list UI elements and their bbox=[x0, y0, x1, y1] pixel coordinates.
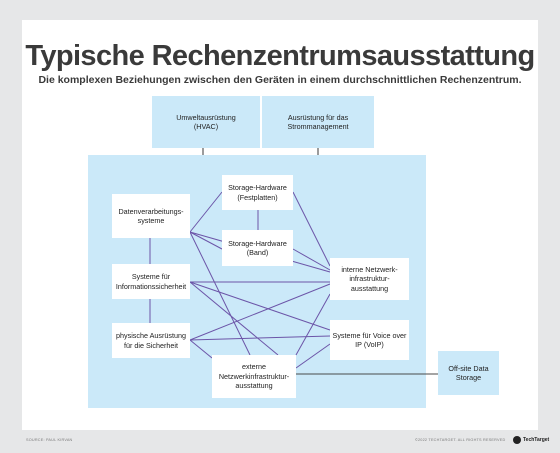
link-physsec-voip bbox=[189, 335, 331, 341]
node-storage-tape: Storage-Hardware (Band) bbox=[222, 230, 293, 266]
link-external-voip bbox=[295, 343, 331, 369]
node-internal-network: interne Netzwerk- infrastruktur- ausstat… bbox=[330, 258, 409, 300]
link-external-internal bbox=[295, 293, 331, 356]
node-hvac: Umweltausrüstung (HVAC) bbox=[152, 96, 260, 148]
node-information-security: Systeme für Informationssicherheit bbox=[112, 264, 190, 299]
link-tape-internal bbox=[292, 248, 331, 271]
node-power-management: Ausrüstung für das Strommanagement bbox=[262, 96, 374, 148]
node-external-network: externe Netzwerkinfrastruktur- ausstattu… bbox=[212, 355, 296, 398]
link-infosec-external bbox=[189, 281, 279, 356]
node-storage-disk: Storage-Hardware (Festplatten) bbox=[222, 175, 293, 210]
copyright-note: ©2022 TECHTARGET. ALL RIGHTS RESERVED bbox=[415, 438, 506, 442]
node-data-processing: Datenverarbeitungs- systeme bbox=[112, 194, 190, 238]
node-offsite-storage: Off-site Data Storage bbox=[438, 351, 499, 395]
source-note: SOURCE: PAUL KIRVAN bbox=[26, 438, 73, 442]
techtarget-mark-icon bbox=[513, 436, 521, 444]
link-dp-disk bbox=[189, 191, 223, 233]
link-physsec-external bbox=[189, 339, 213, 359]
link-disk-internal bbox=[292, 191, 331, 267]
node-voip: Systeme für Voice over IP (VoIP) bbox=[330, 320, 409, 360]
link-infosec-voip bbox=[189, 281, 331, 331]
link-dp-external bbox=[189, 231, 251, 356]
page-subtitle: Die komplexen Beziehungen zwischen den G… bbox=[38, 74, 522, 86]
page-title: Typische Rechenzentrumsausstattung bbox=[25, 40, 535, 72]
node-physical-security: physische Ausrüstung für die Sicherheit bbox=[112, 323, 190, 358]
brand-name: TechTarget bbox=[523, 437, 550, 443]
link-physsec-internal bbox=[189, 283, 331, 341]
techtarget-logo: TechTarget bbox=[513, 435, 549, 447]
link-dp-tape bbox=[189, 231, 223, 250]
